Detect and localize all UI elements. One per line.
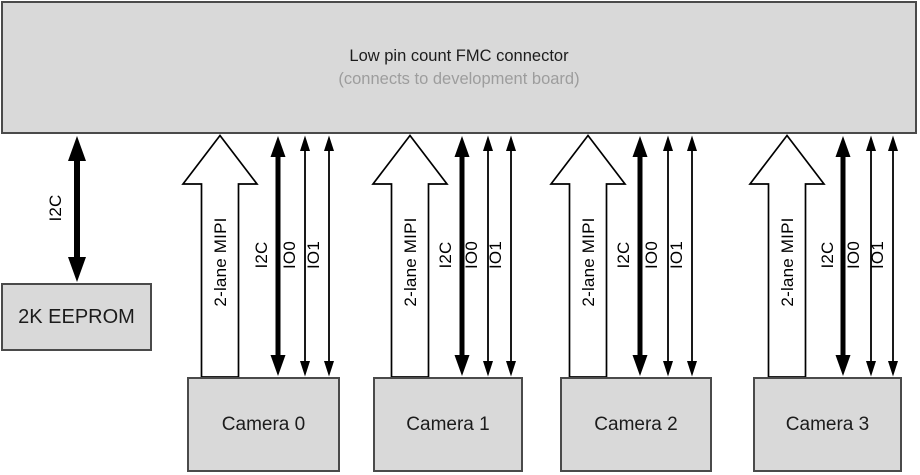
camera2-io1-arrow-label: IO1 [667, 240, 686, 270]
camera3-io0-arrow [866, 135, 876, 377]
camera0-i2c-arrow-label: I2C [252, 241, 271, 269]
camera3-io1-arrow [888, 135, 898, 377]
camera2-i2c-arrow-label: I2C [614, 241, 633, 269]
camera0-label: Camera 0 [221, 413, 306, 435]
camera0-box: Camera 0 [187, 377, 340, 472]
camera1-io0-arrow-label: IO0 [462, 240, 481, 270]
eeprom-i2c-arrow [68, 136, 86, 282]
camera1-mipi-arrow-label: 2-lane MIPI [401, 217, 420, 307]
camera3-i2c-arrow-label: I2C [818, 241, 837, 269]
eeprom-box: 2K EEPROM [1, 283, 152, 351]
camera2-mipi-arrow-label: 2-lane MIPI [579, 217, 598, 307]
fmc-connector-subtitle: (connects to development board) [338, 69, 580, 88]
camera0-i2c-arrow [270, 136, 286, 376]
camera3-io0-arrow-label: IO0 [844, 240, 863, 270]
camera1-i2c-arrow [454, 136, 470, 376]
eeprom-label: 2K EEPROM [18, 305, 135, 328]
camera0-io0-arrow-label: IO0 [280, 240, 299, 270]
camera3-mipi-arrow-label: 2-lane MIPI [778, 217, 797, 307]
camera3-label: Camera 3 [785, 413, 870, 435]
camera0-io1-arrow [324, 135, 334, 377]
camera1-io1-arrow [506, 135, 516, 377]
camera3-io1-arrow-label: IO1 [868, 240, 887, 270]
fmc-connector-box: Low pin count FMC connector (connects to… [1, 1, 917, 134]
camera1-label: Camera 1 [406, 413, 490, 435]
camera0-mipi-arrow-label: 2-lane MIPI [211, 217, 230, 307]
camera3-box: Camera 3 [753, 377, 902, 472]
camera1-box: Camera 1 [373, 377, 523, 472]
camera0-io0-arrow [300, 135, 310, 377]
fmc-connector-title: Low pin count FMC connector [349, 46, 569, 65]
camera2-io1-arrow [687, 135, 697, 377]
camera2-box: Camera 2 [560, 377, 712, 472]
camera2-label: Camera 2 [594, 413, 678, 435]
camera0-io1-arrow-label: IO1 [304, 240, 323, 270]
camera1-io1-arrow-label: IO1 [486, 240, 505, 270]
camera2-i2c-arrow [632, 136, 648, 376]
eeprom-i2c-arrow-label: I2C [46, 194, 65, 222]
camera2-io0-arrow-label: IO0 [642, 240, 661, 270]
camera3-i2c-arrow [835, 136, 851, 376]
camera1-i2c-arrow-label: I2C [436, 241, 455, 269]
camera2-io0-arrow [663, 135, 673, 377]
camera1-io0-arrow [483, 135, 493, 377]
